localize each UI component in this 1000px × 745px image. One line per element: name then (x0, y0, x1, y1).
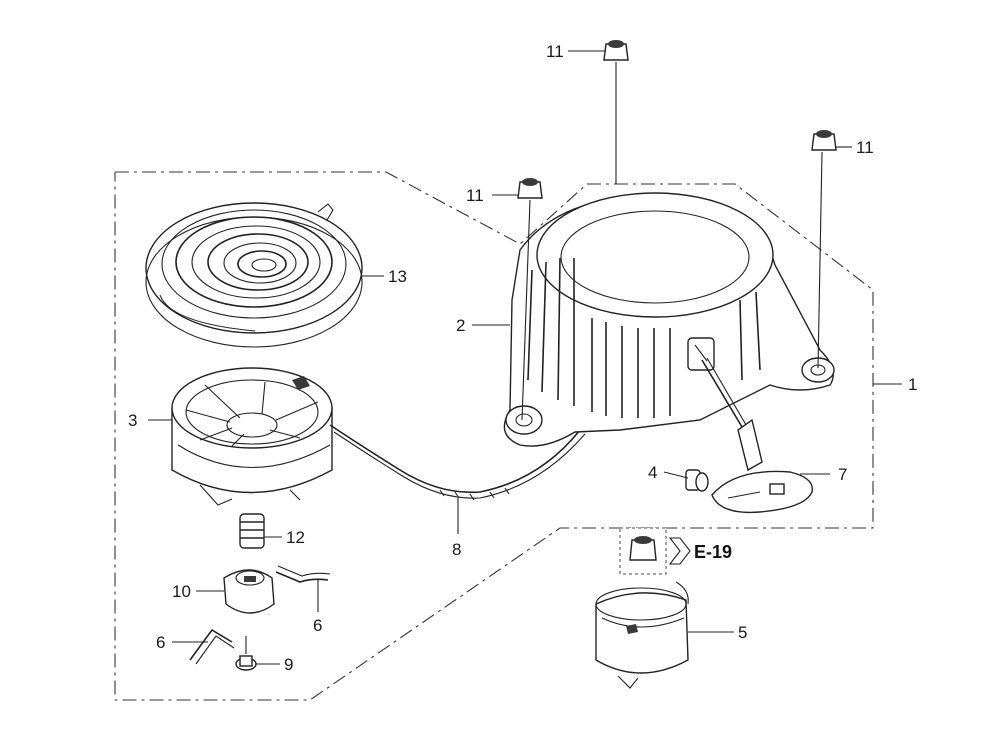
reference-e19-group (619, 527, 691, 575)
handle-pin-part (685, 469, 709, 492)
callout-8: 8 (452, 540, 461, 559)
assembly-boundary (114, 171, 874, 701)
starter-pulley-part (595, 581, 689, 689)
flange-nut-part-left (517, 178, 543, 421)
callout-6-left: 6 (156, 633, 165, 652)
compression-spring-part (239, 513, 265, 549)
callout-11-right: 11 (856, 138, 874, 157)
ratchet-part (223, 569, 275, 614)
callout-13: 13 (388, 267, 407, 286)
starter-rope-part (329, 424, 586, 501)
callout-9: 9 (284, 655, 293, 674)
flange-nut-part-top (603, 40, 629, 184)
callout-5: 5 (738, 623, 747, 642)
callout-1: 1 (908, 375, 917, 394)
callout-7: 7 (838, 465, 847, 484)
callout-10: 10 (172, 582, 191, 601)
starter-housing-part (503, 192, 835, 447)
friction-spring-part-right (275, 565, 331, 583)
callout-11-left: 11 (466, 186, 484, 205)
flange-nut-part-right (811, 130, 837, 369)
callout-12: 12 (286, 528, 305, 547)
callout-11-top: 11 (546, 42, 564, 61)
reference-e19-label[interactable]: E-19 (694, 542, 732, 562)
reference-arrow-icon (668, 537, 691, 565)
leader-lines (148, 50, 902, 665)
callout-4: 4 (648, 463, 657, 482)
callout-3: 3 (128, 411, 137, 430)
starter-handle-part (701, 357, 814, 514)
callout-6-right: 6 (313, 616, 322, 635)
recoil-spring-part (145, 202, 363, 348)
starter-reel-part (171, 367, 333, 506)
ratchet-bolt-part (235, 636, 257, 671)
friction-spring-part-left (189, 628, 235, 665)
callout-2: 2 (456, 316, 465, 335)
